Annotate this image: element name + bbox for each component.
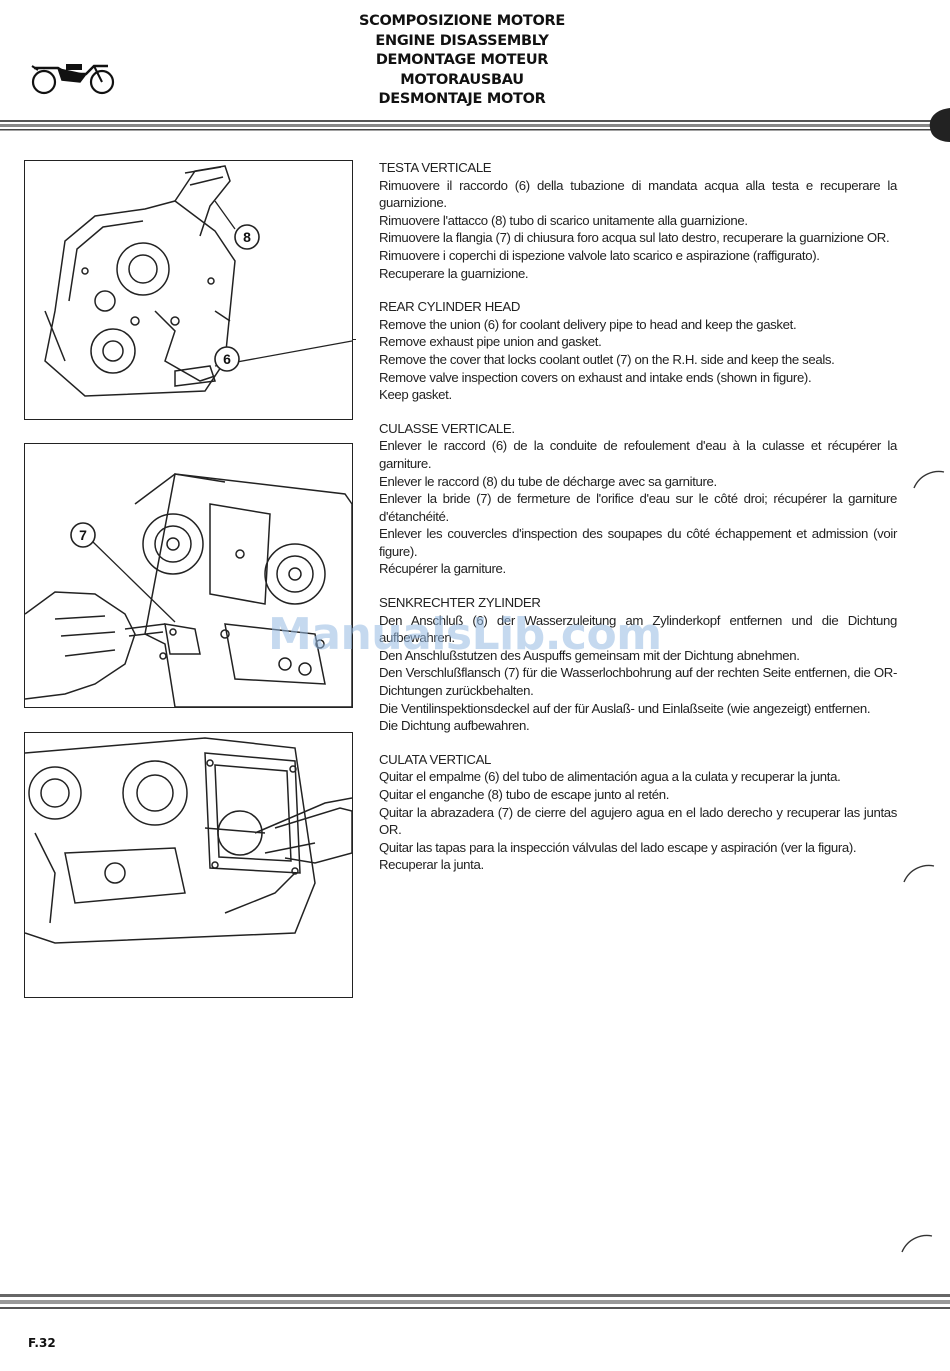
- paragraph: Den Anschlußstutzen des Auspuffs gemeins…: [379, 647, 800, 663]
- paragraph: Rimuovere la flangia (7) di chiusura for…: [379, 230, 890, 246]
- figure-1-callout-6: 6: [223, 351, 231, 367]
- paragraph: Quitar las tapas para la inspección válv…: [379, 839, 857, 855]
- paragraph: Quitar el enganche (8) tubo de escape ju…: [379, 787, 670, 802]
- paragraph: Recuperar la junta.: [379, 857, 484, 873]
- paragraph: Quitar el empalme (6) del tubo de alimen…: [379, 769, 841, 785]
- paragraph: Enlever les couvercles d'inspection des …: [379, 526, 897, 559]
- paragraph: Recuperare la guarnizione.: [379, 265, 529, 281]
- section-english: REAR CYLINDER HEAD Remove the union (6) …: [379, 298, 897, 404]
- paragraph: Enlever le raccord (8) du tube de déchar…: [379, 473, 717, 489]
- footer-divider-rule: [0, 1294, 950, 1309]
- section-title-spanish: CULATA VERTICAL: [379, 751, 492, 767]
- paragraph: Remove the union (6) for coolant deliver…: [379, 316, 797, 332]
- paragraph: Enlever le raccord (6) de la conduite de…: [379, 438, 897, 471]
- page-number: F.32: [28, 1336, 56, 1350]
- paragraph: Remove the cover that locks coolant outl…: [379, 351, 835, 367]
- watermark-text: ManualsLib.com: [268, 609, 662, 660]
- section-title-german: SENKRECHTER ZYLINDER: [379, 595, 541, 611]
- paragraph: Keep gasket.: [379, 387, 452, 403]
- motorcycle-icon: [31, 64, 115, 95]
- section-title-italian: TESTA VERTICALE: [379, 160, 492, 175]
- paragraph: Remove valve inspection covers on exhaus…: [379, 369, 812, 385]
- paragraph: Enlever la bride (7) de fermeture de l'o…: [379, 491, 897, 524]
- header-title-en: ENGINE DISASSEMBLY: [375, 32, 549, 49]
- section-french: CULASSE VERTICALE. Enlever le raccord (6…: [379, 420, 897, 578]
- section-title-french: CULASSE VERTICALE.: [379, 420, 515, 436]
- margin-arc-mark: [913, 470, 945, 489]
- paragraph: Die Dichtung aufbewahren.: [379, 718, 530, 734]
- paragraph: Récupérer la garniture.: [379, 561, 506, 577]
- paragraph: Den Anschluß (6) der Wasserzuleitung am …: [379, 612, 897, 646]
- figure-right-side-flange: 7: [24, 443, 353, 708]
- paragraph: Die Ventilinspektionsdeckel auf der für …: [379, 700, 871, 716]
- paragraph: Rimuovere il raccordo (6) della tubazion…: [379, 177, 897, 211]
- section-title-english: REAR CYLINDER HEAD: [379, 299, 520, 315]
- header-title-de: MOTORAUSBAU: [400, 71, 524, 88]
- instructions-text-column: TESTA VERTICALE Rimuovere il raccordo (6…: [379, 159, 897, 890]
- engine-head-illustration-3: [25, 737, 352, 944]
- header-title-fr: DEMONTAGE MOTEUR: [375, 52, 549, 68]
- page-header-titles: SCOMPOSIZIONE MOTORE ENGINE DISASSEMBLY …: [300, 12, 624, 110]
- engine-head-illustration-1: 8 6: [44, 165, 352, 397]
- header-title-es: DESMONTAJE MOTOR: [378, 91, 546, 107]
- section-italian: TESTA VERTICALE Rimuovere il raccordo (6…: [379, 159, 897, 282]
- section-spanish: CULATA VERTICAL Quitar el empalme (6) de…: [379, 751, 897, 874]
- figure-1-leader-line: [352, 339, 356, 341]
- page-corner-tab: [929, 108, 950, 142]
- section-german: SENKRECHTER ZYLINDER Den Anschluß (6) de…: [379, 594, 897, 735]
- paragraph: Den Verschlußflansch (7) für die Wasserl…: [379, 665, 897, 699]
- margin-arc-mark: [901, 1234, 933, 1253]
- figure-1-callout-8: 8: [243, 229, 251, 245]
- figure-2-callout-7: 7: [79, 527, 87, 543]
- header-title-it: SCOMPOSIZIONE MOTORE: [359, 13, 565, 29]
- margin-arc-mark: [903, 864, 935, 883]
- figure-rear-head-union: 8 6: [24, 160, 353, 420]
- header-divider-rule: [0, 120, 950, 131]
- paragraph: Quitar la abrazadera (7) de cierre del a…: [379, 804, 897, 838]
- figure-valve-inspection-covers: [24, 732, 353, 998]
- engine-head-illustration-2: 7: [25, 473, 352, 707]
- paragraph: Rimuovere i coperchi di ispezione valvol…: [379, 247, 820, 263]
- paragraph: Remove exhaust pipe union and gasket.: [379, 334, 602, 350]
- paragraph: Rimuovere l'attacco (8) tubo di scarico …: [379, 212, 748, 228]
